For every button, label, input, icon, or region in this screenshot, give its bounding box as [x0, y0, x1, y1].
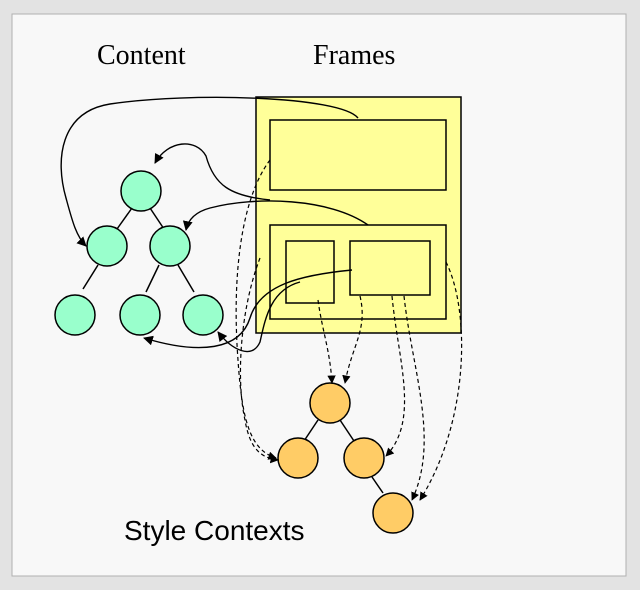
content-tree — [54, 170, 224, 336]
content-node-left — [86, 225, 128, 267]
style-node-leaf — [372, 492, 414, 534]
content-node-leaf-3 — [182, 294, 224, 336]
style-link-inline-right-b — [385, 295, 406, 457]
inline-frame-left — [285, 240, 335, 304]
content-link-root-frame — [60, 96, 359, 247]
style-link-inline-left — [317, 299, 336, 384]
style-links — [235, 159, 463, 501]
style-node-left — [277, 437, 319, 479]
content-node-right — [149, 225, 191, 267]
content-link-bottom-frame — [182, 200, 369, 231]
frames-heading: Frames — [313, 40, 395, 71]
style-link-inline-leaf — [403, 295, 425, 501]
style-link-bottom-frame — [419, 261, 463, 501]
content-tree-edges — [82, 207, 195, 293]
style-link-root-frame — [235, 159, 277, 460]
content-node-leaf-2 — [119, 294, 161, 336]
content-node-leaf-1 — [54, 294, 96, 336]
content-link-inline-right — [217, 281, 301, 353]
content-link-inline-left — [143, 269, 353, 349]
content-links — [60, 96, 369, 353]
frame-tree — [255, 96, 462, 334]
content-link-top-frame — [154, 143, 271, 201]
style-node-root — [309, 382, 351, 424]
style-link-top-frame — [239, 257, 279, 464]
style-tree-edges — [303, 419, 384, 494]
style-node-right — [343, 437, 385, 479]
top-child-frame — [269, 119, 447, 191]
content-heading: Content — [97, 40, 186, 71]
inline-frame-right — [349, 240, 431, 296]
style-link-inline-right-a — [342, 295, 363, 384]
style-contexts-heading: Style Contexts — [124, 515, 305, 546]
content-node-root — [120, 170, 162, 212]
